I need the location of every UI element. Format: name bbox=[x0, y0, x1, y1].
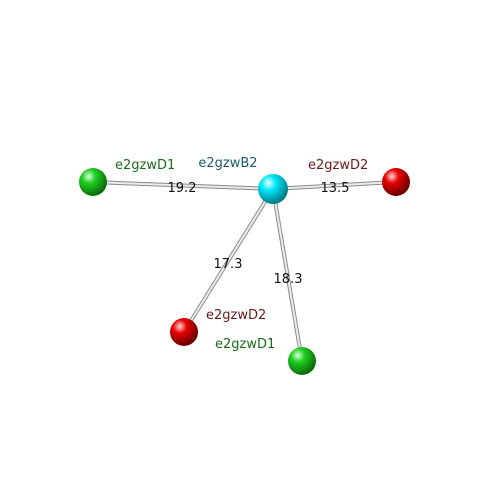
edges-layer bbox=[91, 180, 398, 363]
node-label: e2gzwD1 bbox=[115, 158, 175, 173]
node-label: e2gzwD2 bbox=[206, 308, 266, 323]
edge-distance-label: 18.3 bbox=[274, 272, 303, 287]
red-sphere-node[interactable] bbox=[382, 168, 410, 196]
edge-line bbox=[183, 188, 274, 333]
green-sphere-node[interactable] bbox=[79, 168, 107, 196]
node-label: e2gzwD2 bbox=[308, 158, 368, 173]
edge-distance-label: 19.2 bbox=[168, 181, 197, 196]
red-sphere-node[interactable] bbox=[170, 318, 198, 346]
edge-distance-label: 13.5 bbox=[321, 181, 350, 196]
nodes-layer bbox=[79, 168, 410, 375]
labels-layer: 19.2 13.5 17.3 18.3 e2gzwB2 e2gzwD1 e2gzwD2 e2g… bbox=[115, 156, 368, 352]
edge-line bbox=[272, 181, 397, 190]
edge-line bbox=[272, 188, 303, 362]
node-label: e2gzwB2 bbox=[198, 156, 257, 171]
edge-line bbox=[92, 181, 274, 190]
node-label: e2gzwD1 bbox=[215, 337, 275, 352]
hub-sphere-node[interactable] bbox=[258, 174, 288, 204]
edge-distance-label: 17.3 bbox=[214, 257, 243, 272]
green-sphere-node[interactable] bbox=[288, 347, 316, 375]
